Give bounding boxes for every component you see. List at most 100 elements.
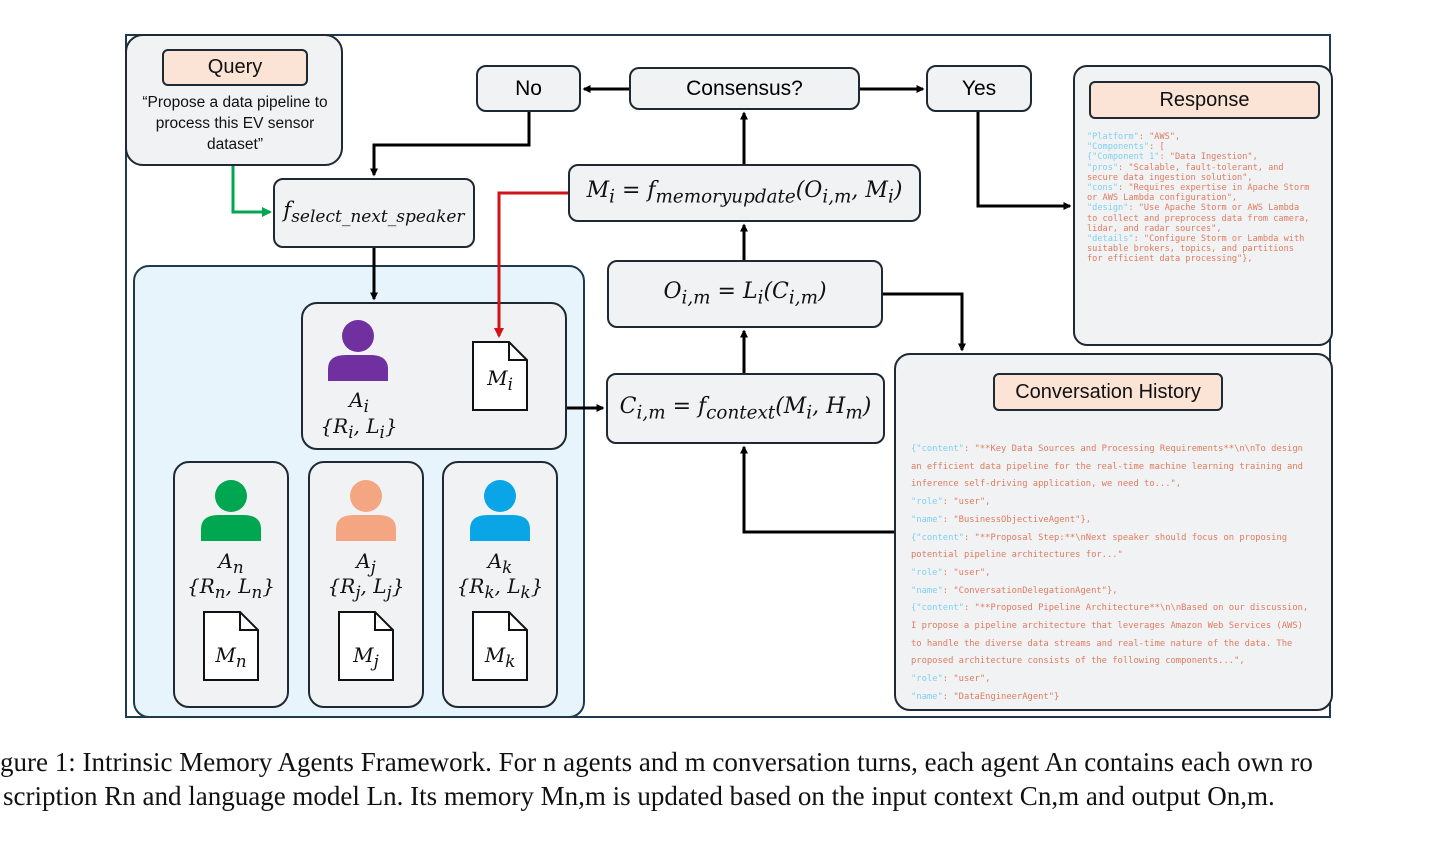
consensus-box: Consensus? [629, 67, 860, 110]
history-code: {"content": "**Key Data Sources and Proc… [911, 441, 1308, 707]
memory-update-formula: Mi = fmemoryupdate(Oi,m, Mi) [586, 178, 903, 208]
select-next-speaker-box: fselect_next_speaker [273, 178, 475, 248]
history-code-value: : "BusinessObjectiveAgent"}, [942, 514, 1092, 525]
context-box: Ci,m = fcontext(Mi, Hm) [606, 373, 885, 444]
agent-j-params: {Rj, Lj} [327, 574, 405, 602]
response-code-key: "details" [1087, 234, 1134, 245]
history-code-key: "name" [911, 514, 943, 525]
history-code-line: {"content": "**Proposal Step:**\nNext sp… [911, 530, 1308, 548]
person-icon [201, 480, 261, 541]
response-code-line: "cons": "Requires expertise in Apache St… [1087, 183, 1309, 193]
history-code-line: "name": "BusinessObjectiveAgent"}, [911, 512, 1308, 530]
response-code-key: "cons" [1087, 183, 1119, 194]
history-code-value: : "**Proposed Pipeline Architecture**\n\… [963, 603, 1309, 614]
agent-j-box: Aj {Rj, Lj} Mj [308, 461, 424, 708]
history-code-value: : "**Proposal Step:**\nNext speaker shou… [963, 532, 1288, 543]
response-code-value: : "Data Ingestion", [1159, 152, 1258, 163]
memory-document-icon [338, 611, 394, 681]
arrow-memory-update-to-memory [494, 191, 568, 338]
response-code-value: to collect and preprocess data from came… [1087, 213, 1310, 224]
arrow-no-to-select [370, 112, 531, 177]
response-code-value: : "Scalable, fault-tolerant, and [1118, 162, 1284, 173]
response-panel: Response "Platform": "AWS","Components":… [1073, 65, 1333, 346]
person-icon [470, 480, 530, 541]
history-code-value: : "ConversationDelegationAgent"}, [942, 585, 1118, 596]
response-code-value: : "Use Apache Storm or AWS Lambda [1128, 203, 1300, 214]
response-code-value: : "AWS", [1138, 132, 1181, 142]
response-code-value: lidar, and radar sources", [1087, 223, 1222, 234]
history-code-value: potential pipeline architectures for..." [911, 550, 1123, 561]
agent-i-params: {Ri, Li} [320, 414, 398, 442]
agent-n-name: An [218, 549, 244, 577]
response-code-value: or AWS Lambda configuration", [1087, 193, 1238, 204]
agent-j-memory: Mj [353, 643, 379, 671]
history-code-value: to handle the diverse data streams and r… [911, 638, 1293, 649]
history-code-line: proposed architecture consists of the fo… [911, 653, 1308, 671]
history-code-line: inference self-driving application, we n… [911, 476, 1308, 494]
arrow-query-to-select [231, 166, 272, 217]
response-code-value: for efficient data processing"}, [1087, 254, 1253, 265]
agent-n-params: {Rn, Ln} [187, 574, 275, 602]
history-code-line: "name": "DataEngineerAgent"} [911, 689, 1308, 707]
history-code-value: an efficient data pipeline for the real-… [911, 461, 1303, 472]
history-code-key: "role" [911, 674, 943, 685]
history-code-key: {"content" [911, 532, 964, 543]
history-panel: Conversation History {"content": "**Key … [894, 353, 1333, 711]
response-code-line: "Components": [ [1087, 142, 1309, 152]
agent-i-name: Ai [349, 388, 369, 416]
no-label: No [515, 76, 542, 100]
agent-n-box: An {Rn, Ln} Mn [173, 461, 289, 708]
history-code-value: inference self-driving application, we n… [911, 479, 1182, 490]
history-code-line: "role": "user", [911, 565, 1308, 583]
response-code-line: secure data ingestion solution", [1087, 173, 1309, 183]
response-code-key: "design" [1087, 203, 1129, 214]
history-code-line: an efficient data pipeline for the real-… [911, 459, 1308, 477]
history-code-line: I propose a pipeline architecture that l… [911, 618, 1308, 636]
context-formula: Ci,m = fcontext(Mi, Hm) [619, 393, 872, 424]
query-box: Query “Propose a data pipeline to proces… [125, 34, 343, 166]
person-icon [336, 480, 396, 541]
history-label: Conversation History [993, 373, 1223, 411]
response-code-line: suitable brokers, topics, and partitions [1087, 244, 1309, 254]
history-code-line: to handle the diverse data streams and r… [911, 636, 1308, 654]
history-code-key: "role" [911, 567, 943, 578]
history-code-line: {"content": "**Proposed Pipeline Archite… [911, 600, 1308, 618]
no-box: No [476, 65, 581, 112]
memory-document-icon [472, 611, 528, 681]
yes-box: Yes [926, 65, 1032, 112]
response-code-key: "Platform" [1087, 132, 1139, 142]
response-code-line: to collect and preprocess data from came… [1087, 214, 1309, 224]
caption-line-1: gure 1: Intrinsic Memory Agents Framewor… [0, 747, 1313, 777]
history-code-value: : "user", [942, 567, 991, 578]
response-code-key: {"Component 1" [1087, 152, 1160, 163]
response-code-key: "pros" [1087, 162, 1119, 173]
history-code-value: I propose a pipeline architecture that l… [911, 621, 1303, 632]
select-next-speaker-formula: fselect_next_speaker [283, 198, 465, 228]
history-code-key: {"content" [911, 603, 964, 614]
output-box: Oi,m = Li(Ci,m) [607, 260, 883, 328]
response-code-value: secure data ingestion solution", [1087, 172, 1253, 183]
response-code-value: : "Requires expertise in Apache Storm [1118, 183, 1310, 194]
response-code-line: "details": "Configure Storm or Lambda wi… [1087, 234, 1309, 244]
output-formula: Oi,m = Li(Ci,m) [663, 279, 827, 309]
caption-line-2: scription Rn and language model Ln. Its … [3, 781, 1275, 811]
history-code-value: proposed architecture consists of the fo… [911, 656, 1245, 667]
agent-i-box: Ai {Ri, Li} Mi [301, 302, 567, 450]
response-code-value: : [ [1149, 142, 1165, 153]
memory-update-box: Mi = fmemoryupdate(Oi,m, Mi) [568, 164, 921, 222]
history-code-line: {"content": "**Key Data Sources and Proc… [911, 441, 1308, 459]
yes-label: Yes [961, 76, 997, 100]
response-code-line: "pros": "Scalable, fault-tolerant, and [1087, 163, 1309, 173]
memory-document-icon [203, 611, 259, 681]
agent-n-memory: Mn [215, 643, 247, 671]
response-code: "Platform": "AWS","Components": [{"Compo… [1087, 132, 1309, 265]
agent-i-memory: Mi [487, 366, 513, 394]
arrow-yes-to-response [976, 112, 1072, 210]
history-code-key: "name" [911, 585, 943, 596]
history-code-key: {"content" [911, 444, 964, 454]
memory-document-icon [472, 341, 528, 411]
response-code-line: "design": "Use Apache Storm or AWS Lambd… [1087, 203, 1309, 213]
response-code-line: or AWS Lambda configuration", [1087, 193, 1309, 203]
history-code-value: : "**Key Data Sources and Processing Req… [963, 444, 1303, 454]
history-code-key: "role" [911, 497, 943, 508]
